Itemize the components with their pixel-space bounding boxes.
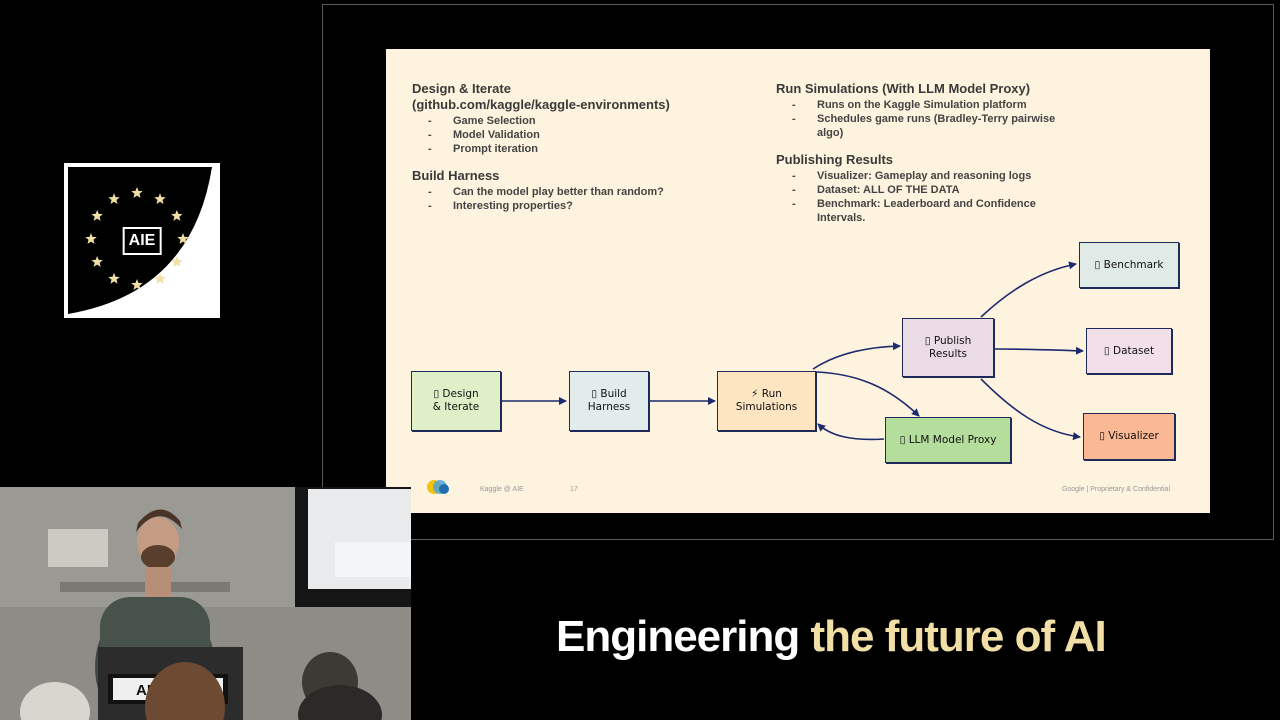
- bullet-item: Schedules game runs (Bradley-Terry pairw…: [776, 112, 1072, 140]
- aie-logo-shape: [68, 167, 212, 314]
- star-icon: [131, 279, 143, 290]
- node-llm-model-proxy: ▯ LLM Model Proxy: [885, 417, 1011, 463]
- node-run-simulations: ⚡ Run Simulations: [717, 371, 816, 431]
- bullet-item: Model Validation: [412, 128, 752, 142]
- star-icon: [91, 210, 103, 221]
- bullet-item: Runs on the Kaggle Simulation platform: [776, 98, 1096, 112]
- edge-publish-benchmark: [980, 261, 1077, 318]
- star-icon: [85, 233, 97, 244]
- footer-right-text: Google | Proprietary & Confidential: [1061, 486, 1170, 493]
- node-build-harness: ▯ Build Harness: [569, 371, 649, 431]
- section-heading: Design & Iterate (github.com/kaggle/kagg…: [412, 81, 670, 112]
- edge-run-publish: [812, 342, 901, 370]
- speaker-camera-feed: AI En: [0, 487, 411, 720]
- aie-logo-text: AIE: [122, 226, 162, 255]
- node-benchmark: ▯ Benchmark: [1079, 242, 1179, 288]
- star-icon: [131, 187, 143, 198]
- tagline-part2: the future of AI: [810, 612, 1106, 661]
- kaggle-logo-icon: [427, 480, 449, 494]
- edge-proxy-run: [817, 423, 885, 441]
- bullet-item: Interesting properties?: [412, 199, 752, 213]
- edge-publish-dataset: [994, 346, 1084, 355]
- tagline: Engineering the future of AI: [556, 612, 1107, 662]
- speaker-photo: AI En: [0, 487, 411, 720]
- section-heading: Run Simulations (With LLM Model Proxy): [776, 81, 1031, 96]
- slide: Design & Iterate (github.com/kaggle/kagg…: [386, 49, 1210, 513]
- star-icon: [177, 233, 189, 244]
- bullet-item: Visualizer: Gameplay and reasoning logs: [776, 169, 1096, 183]
- star-icon: [171, 210, 183, 221]
- star-icon: [154, 193, 166, 204]
- section-run-simulations: Run Simulations (With LLM Model Proxy) R…: [776, 81, 1096, 140]
- footer-left-text: Kaggle @ AIE: [480, 486, 524, 493]
- right-column: Run Simulations (With LLM Model Proxy) R…: [776, 81, 1096, 237]
- section-heading: Build Harness: [412, 168, 500, 183]
- section-publishing-results: Publishing Results Visualizer: Gameplay …: [776, 152, 1096, 225]
- section-heading: Publishing Results: [776, 152, 894, 167]
- bullet-item: Benchmark: Leaderboard and Confidence In…: [776, 197, 1072, 225]
- node-publish-results: ▯ Publish Results: [902, 318, 994, 377]
- section-design-iterate: Design & Iterate (github.com/kaggle/kagg…: [412, 81, 752, 156]
- flow-diagram: [501, 261, 1084, 441]
- star-icon: [108, 272, 120, 284]
- bullet-item: Game Selection: [412, 114, 752, 128]
- tagline-part1: Engineering: [556, 612, 800, 661]
- star-icon: [91, 256, 103, 267]
- star-icon: [154, 272, 166, 284]
- bullet-item: Dataset: ALL OF THE DATA: [776, 183, 1096, 197]
- node-design-iterate: ▯ Design & Iterate: [411, 371, 501, 431]
- bullet-item: Can the model play better than random?: [412, 185, 752, 199]
- bullet-item: Prompt iteration: [412, 142, 752, 156]
- node-dataset: ▯ Dataset: [1086, 328, 1172, 374]
- edge-run-proxy: [815, 371, 920, 417]
- left-column: Design & Iterate (github.com/kaggle/kagg…: [412, 81, 752, 225]
- footer-page-number: 17: [570, 486, 578, 493]
- section-build-harness: Build Harness Can the model play better …: [412, 168, 752, 213]
- aie-logo: AIE: [64, 163, 220, 318]
- star-icon: [171, 256, 183, 267]
- node-visualizer: ▯ Visualizer: [1083, 413, 1175, 460]
- star-icon: [108, 193, 120, 204]
- edge-publish-visualizer: [980, 378, 1081, 441]
